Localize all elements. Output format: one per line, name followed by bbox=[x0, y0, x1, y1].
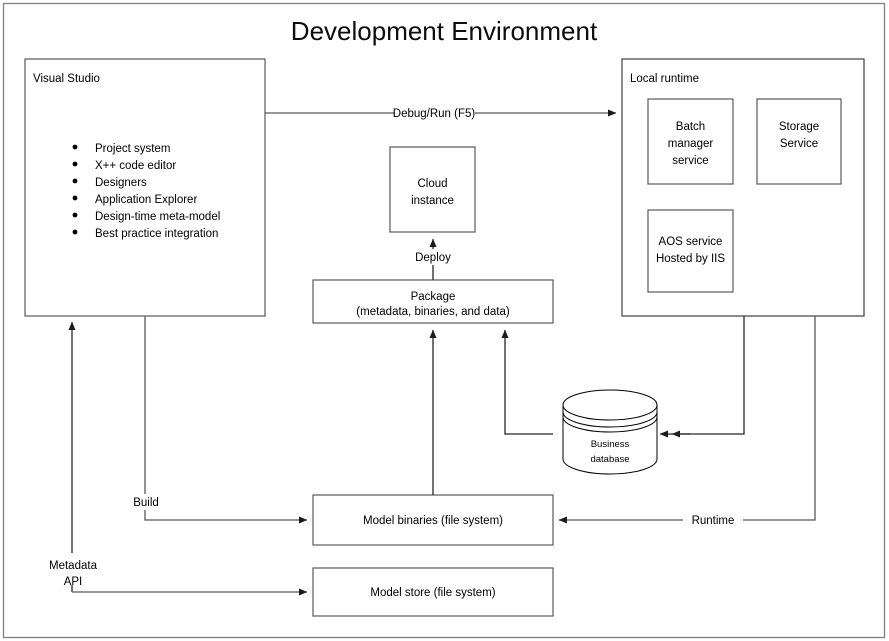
visual-studio-node[interactable]: Visual Studio Project system X++ code ed… bbox=[24, 58, 266, 317]
bullet-item-designers: Designers bbox=[95, 177, 147, 189]
model-binaries-node[interactable]: Model binaries (file system) bbox=[312, 494, 554, 546]
cloud-instance-line-2: instance bbox=[411, 195, 454, 207]
business-database-node[interactable]: Business database bbox=[562, 389, 658, 475]
storage-service-box[interactable] bbox=[756, 98, 842, 185]
aos-service-line-1: AOS service bbox=[659, 236, 723, 248]
aos-service-line-2: Hosted by IIS bbox=[656, 253, 725, 265]
batch-manager-service-line-1: Batch bbox=[676, 121, 705, 133]
edge-build-label: Build bbox=[133, 497, 159, 509]
edge-metadata-api: Metadata API bbox=[38, 321, 308, 596]
bullet-item-xpp-code-editor: X++ code editor bbox=[95, 160, 176, 172]
bullet-dot bbox=[72, 161, 78, 167]
edge-runtime: Runtime bbox=[558, 316, 816, 528]
bullet-item-best-practice-integration: Best practice integration bbox=[95, 228, 218, 240]
edge-runtime-label: Runtime bbox=[692, 515, 735, 527]
edge-build-line bbox=[144, 316, 308, 524]
bullet-item-project-system: Project system bbox=[95, 143, 170, 155]
local-runtime-label: Local runtime bbox=[630, 73, 699, 85]
edge-deploy-label: Deploy bbox=[415, 252, 451, 264]
local-runtime-node[interactable]: Local runtime Batch manager service Stor… bbox=[621, 58, 865, 317]
bullet-dot bbox=[72, 178, 78, 184]
bullet-dot bbox=[72, 229, 78, 235]
business-database-cylinder-body[interactable] bbox=[562, 404, 658, 475]
cloud-instance-box[interactable] bbox=[389, 146, 476, 233]
batch-manager-service-box[interactable] bbox=[647, 98, 734, 185]
model-store-label: Model store (file system) bbox=[370, 587, 495, 599]
model-binaries-label: Model binaries (file system) bbox=[363, 515, 503, 527]
edge-metadata-api-label-line-1: Metadata bbox=[49, 560, 98, 572]
business-database-cylinder-ring-1 bbox=[562, 411, 658, 428]
bullet-item-design-time-meta-model: Design-time meta-model bbox=[95, 211, 220, 223]
visual-studio-box[interactable] bbox=[24, 58, 266, 317]
storage-service-node[interactable]: Storage Service bbox=[756, 98, 842, 185]
bullet-item-application-explorer: Application Explorer bbox=[95, 194, 197, 206]
model-binaries-box[interactable] bbox=[312, 494, 554, 546]
aos-service-box[interactable] bbox=[647, 209, 734, 293]
edge-build-label-bg bbox=[124, 494, 170, 510]
storage-service-line-1: Storage bbox=[779, 121, 819, 133]
business-database-line-2: database bbox=[590, 454, 629, 465]
page-title: Development Environment bbox=[291, 16, 598, 46]
package-line-2: (metadata, binaries, and data) bbox=[356, 306, 510, 318]
visual-studio-label: Visual Studio bbox=[33, 73, 100, 85]
bullet-dot bbox=[72, 212, 78, 218]
bullet-dot bbox=[72, 195, 78, 201]
edge-debug-run-label: Debug/Run (F5) bbox=[393, 108, 476, 120]
business-database-line-1: Business bbox=[591, 439, 630, 450]
cloud-instance-line-1: Cloud bbox=[417, 178, 447, 190]
business-database-cylinder-top[interactable] bbox=[562, 389, 658, 421]
edge-debug-run-label-bg bbox=[395, 105, 475, 121]
bullet-dot bbox=[72, 144, 78, 150]
edge-deploy: Deploy bbox=[405, 238, 463, 280]
batch-manager-service-line-3: service bbox=[672, 155, 708, 167]
aos-service-node[interactable]: AOS service Hosted by IIS bbox=[647, 209, 734, 293]
batch-manager-service-node[interactable]: Batch manager service bbox=[647, 98, 734, 185]
edge-local-runtime-to-database bbox=[671, 316, 745, 438]
edge-database-to-package bbox=[501, 329, 553, 435]
edge-runtime-line bbox=[558, 316, 816, 524]
model-store-box[interactable] bbox=[312, 567, 554, 617]
edge-deploy-label-bg bbox=[405, 249, 463, 265]
model-store-node[interactable]: Model store (file system) bbox=[312, 567, 554, 617]
edge-metadata-api-label-line-2: API bbox=[64, 576, 83, 588]
edge-metadata-api-label-bg bbox=[38, 553, 108, 585]
storage-service-line-2: Service bbox=[780, 138, 818, 150]
visual-studio-bullet-list: Project system X++ code editor Designers… bbox=[72, 143, 220, 240]
package-line-1: Package bbox=[411, 291, 456, 303]
edge-build: Build bbox=[124, 316, 308, 524]
batch-manager-service-line-2: manager bbox=[668, 138, 714, 150]
package-node[interactable]: Package (metadata, binaries, and data) bbox=[312, 279, 554, 324]
edge-debug-run: Debug/Run (F5) bbox=[265, 105, 617, 121]
business-database-cylinder-ring-2 bbox=[562, 416, 658, 433]
cloud-instance-node[interactable]: Cloud instance bbox=[389, 146, 476, 233]
edge-runtime-label-bg bbox=[683, 512, 743, 528]
